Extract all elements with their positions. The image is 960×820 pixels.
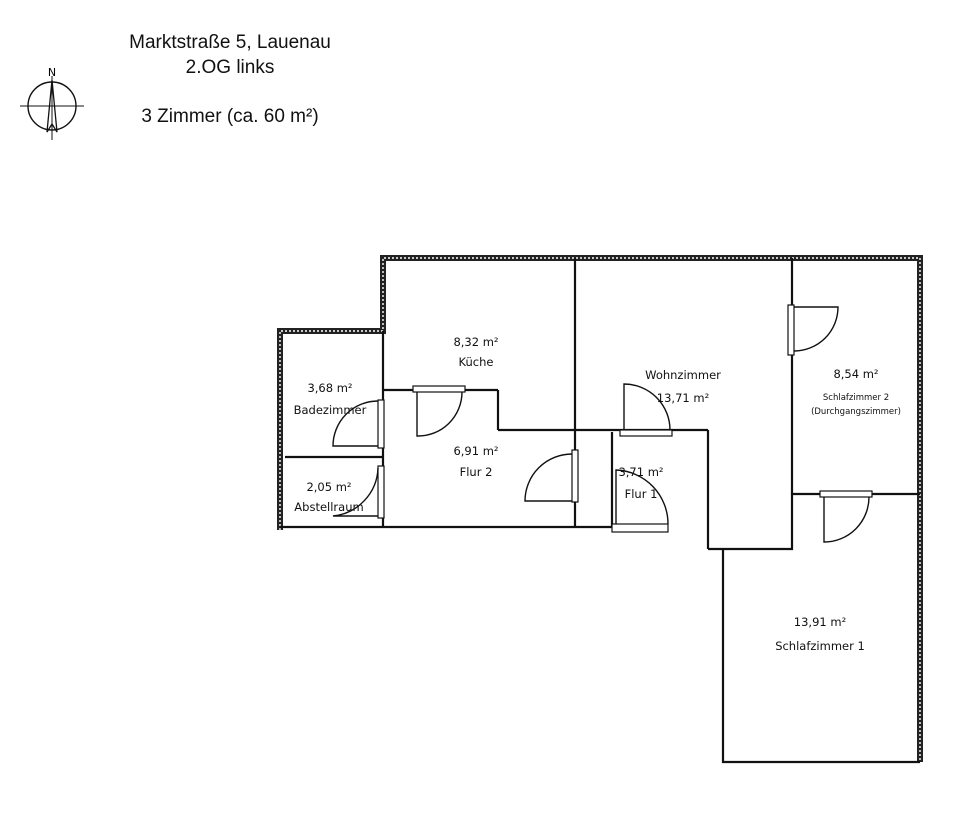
door-badezimmer [377,399,385,449]
address-text: Marktstraße 5, Lauenau [129,32,331,53]
room-name: Schlafzimmer 2 [823,393,889,403]
door-schlafzimmer1 [819,490,873,498]
room-area: 8,54 m² [833,367,878,381]
room-name: Schlafzimmer 1 [775,639,865,653]
room-flur2: 6,91 m² Flur 2 [453,444,498,479]
plan-header: Marktstraße 5, Lauenau 2.OG links 3 Zimm… [90,30,370,129]
room-name: Wohnzimmer [645,368,721,382]
room-schlafzimmer1: 13,91 m² Schlafzimmer 1 [775,615,865,653]
room-area: 8,32 m² [453,335,498,349]
room-badezimmer: 3,68 m² Badezimmer [294,381,367,417]
room-area: 3,68 m² [307,381,352,395]
room-wohnzimmer: Wohnzimmer 13,71 m² [645,368,721,405]
room-area: 6,91 m² [453,444,498,458]
north-label: N [48,66,56,79]
room-name: Abstellraum [294,500,363,514]
door-entrance [611,523,669,533]
interior-walls [285,258,794,549]
room-area: 2,05 m² [306,480,351,494]
room-area: 13,71 m² [657,391,709,405]
compass-north-icon: N [20,66,84,140]
room-abstellraum: 2,05 m² Abstellraum [294,480,363,514]
room-name: Badezimmer [294,403,367,417]
door-kueche [412,385,466,393]
door-abstellraum [377,465,385,519]
room-area: 13,91 m² [794,615,846,629]
door-schlafzimmer2 [787,304,795,356]
doors [332,304,873,543]
room-schlafzimmer2: 8,54 m² Schlafzimmer 2 (Durchgangszimmer… [811,367,901,417]
door-flur2 [571,449,579,503]
room-name: Flur 2 [460,465,493,479]
door-wohnzimmer [619,429,673,437]
apartment-size-text: 3 Zimmer (ca. 60 m²) [141,106,319,127]
floor-text: 2.OG links [185,57,275,78]
room-name: Flur 1 [625,487,658,501]
room-area: 3,71 m² [618,465,663,479]
room-name: Küche [459,355,494,369]
room-kueche: 8,32 m² Küche [453,335,498,369]
room-note: (Durchgangszimmer) [811,407,901,417]
room-flur1: 3,71 m² Flur 1 [618,465,663,501]
